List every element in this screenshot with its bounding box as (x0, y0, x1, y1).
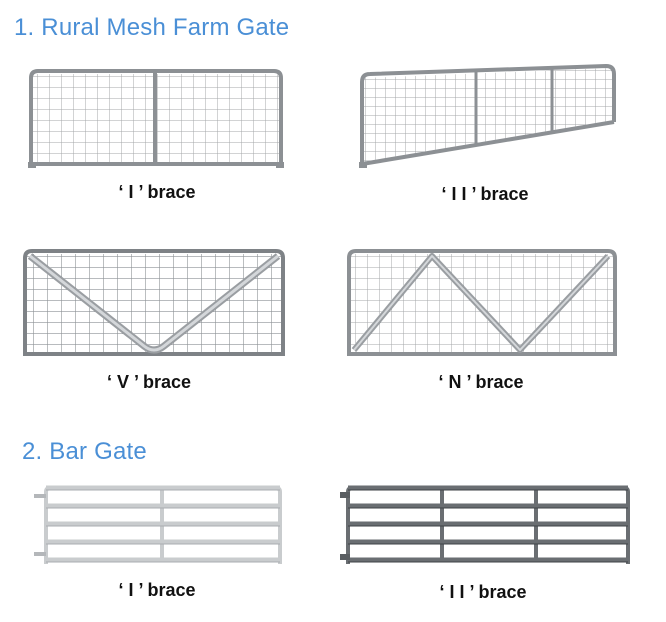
bar-gate-i-brace-image (30, 484, 282, 568)
bar-gate-ii-brace-caption: ‘ I I ’ brace (439, 582, 527, 602)
bar-gate-i-brace-caption: ‘ I ’ brace (118, 580, 196, 600)
mesh-gate-v-brace-caption: ‘ V ’ brace (106, 372, 192, 392)
mesh-gate-i-brace-image (26, 66, 286, 170)
mesh-gate-v-brace-image (20, 246, 288, 360)
bar-gate-ii-brace-image (336, 484, 632, 568)
mesh-gate-ii-brace-caption: ‘ I I ’ brace (441, 184, 529, 204)
mesh-gate-ii-brace-image (356, 62, 618, 172)
mesh-gate-n-brace-image (344, 246, 620, 360)
mesh-gate-i-brace-caption: ‘ I ’ brace (118, 182, 196, 202)
section-title-bar-gate: 2. Bar Gate (22, 438, 147, 465)
section-title-mesh-gate: 1. Rural Mesh Farm Gate (14, 14, 290, 41)
mesh-gate-n-brace-caption: ‘ N ’ brace (438, 372, 524, 392)
